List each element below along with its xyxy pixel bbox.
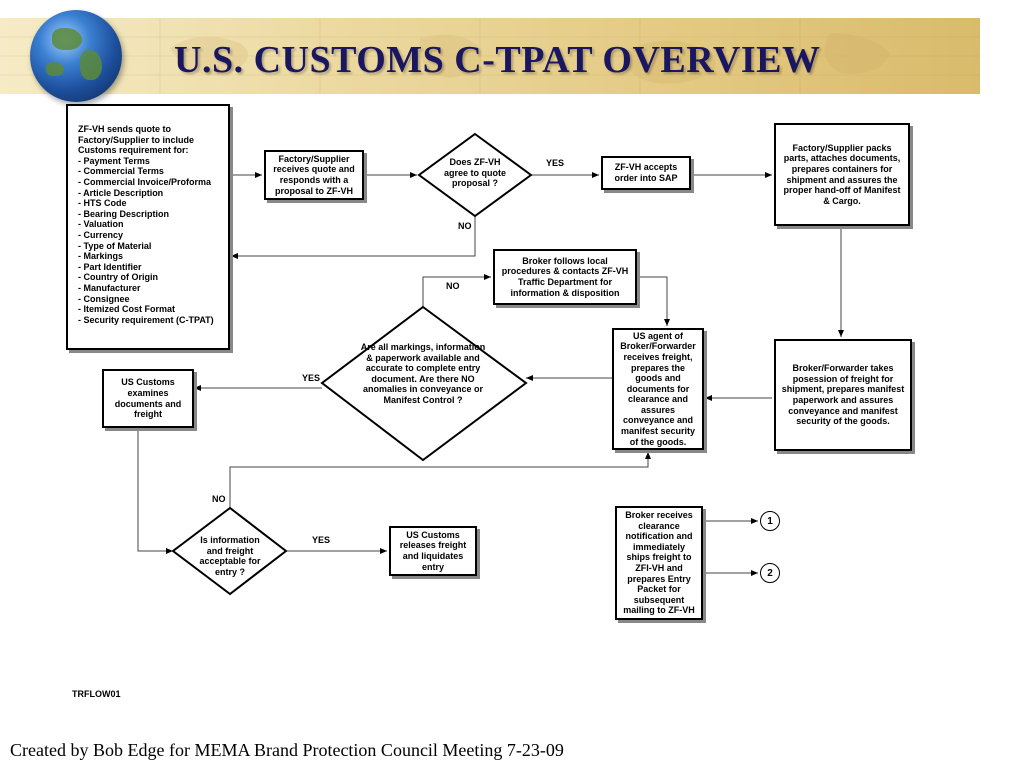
accept-order-box: ZF-VH accepts order into SAP (601, 156, 691, 190)
decision-diamond-info (171, 506, 288, 596)
list-item: - Country of Origin (78, 272, 158, 283)
supplier-packs-box: Factory/Supplier packs parts, attaches d… (774, 123, 910, 226)
yes-label: YES (312, 535, 331, 545)
yes-label: YES (546, 158, 565, 168)
footer-credit: Created by Bob Edge for MEMA Brand Prote… (10, 740, 564, 760)
list-item: - Type of Material (78, 240, 152, 251)
list-item: - Article Description (78, 187, 164, 198)
broker-local-box: Broker follows local procedures & contac… (493, 249, 637, 305)
map-background (0, 18, 980, 94)
connector-1: 1 (760, 511, 780, 531)
requirements-list: - Payment Terms - Commercial Terms - Com… (78, 156, 218, 326)
no-label: NO (458, 221, 472, 231)
decision-diamond-markings (320, 305, 528, 462)
header-band (0, 18, 980, 94)
connector-2: 2 (760, 563, 780, 583)
yes-label: YES (302, 373, 321, 383)
list-item: - Commercial Invoice/Proforma (78, 176, 212, 187)
list-item: - Valuation (78, 219, 124, 230)
broker-receives-box: Broker receives clearance notification a… (615, 506, 703, 620)
list-item: - Commercial Terms (78, 166, 164, 177)
decision-diamond-agree (417, 132, 533, 218)
document-code: TRFLOW01 (72, 689, 121, 699)
us-agent-box: US agent of Broker/Forwarder receives fr… (612, 328, 704, 450)
requirements-intro: ZF-VH sends quote to Factory/Supplier to… (78, 124, 195, 156)
requirements-box: ZF-VH sends quote to Factory/Supplier to… (66, 104, 230, 350)
list-item: - Bearing Description (78, 208, 170, 219)
globe-logo (30, 10, 122, 102)
markings-question: Are all markings, information & paperwor… (360, 342, 486, 405)
info-acceptable-question: Is information and freight acceptable fo… (199, 535, 261, 577)
list-item: - Manufacturer (78, 282, 141, 293)
supplier-quote-box: Factory/Supplier receives quote and resp… (264, 150, 364, 200)
list-item: - HTS Code (78, 198, 127, 209)
list-item: - Itemized Cost Format (78, 304, 176, 315)
no-label: NO (446, 281, 460, 291)
list-item: - Payment Terms (78, 155, 150, 166)
customs-releases-box: US Customs releases freight and liquidat… (389, 526, 477, 576)
agree-quote-question: Does ZF-VH agree to quote proposal ? (443, 157, 506, 189)
broker-possession-box: Broker/Forwarder takes posession of frei… (774, 339, 912, 451)
page-title: U.S. CUSTOMS C-TPAT OVERVIEW (174, 39, 821, 81)
list-item: - Consignee (78, 293, 130, 304)
list-item: - Markings (78, 251, 124, 262)
list-item: - Part Identifier (78, 261, 142, 272)
list-item: - Security requirement (C-TPAT) (78, 314, 214, 325)
customs-examines-box: US Customs examines documents and freigh… (102, 369, 194, 428)
no-label: NO (212, 494, 226, 504)
list-item: - Currency (78, 229, 124, 240)
